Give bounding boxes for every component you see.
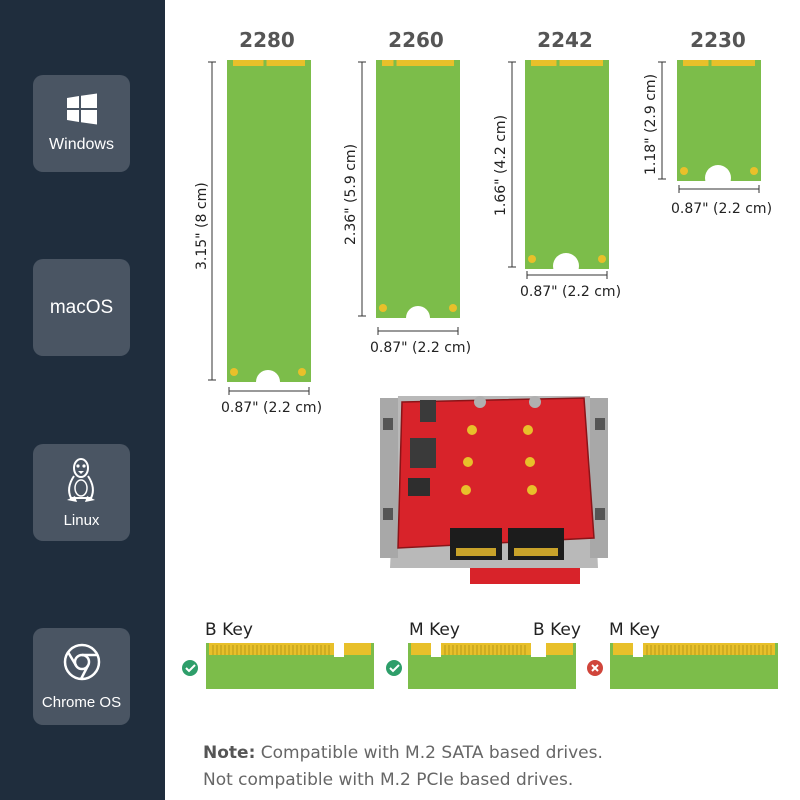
size-title-2230: 2230 [690,28,746,52]
os-label-windows: Windows [49,136,114,153]
note-line-1: Compatible with M.2 SATA based drives. [255,743,603,763]
note-line-2: Not compatible with M.2 PCIe based drive… [203,770,574,790]
length-label-2242: 1.66" (4.2 cm) [493,114,509,216]
card-2230 [677,60,761,191]
linux-tux-icon [67,458,95,502]
chrome-logo-icon [63,643,101,681]
compatibility-note: Note: Compatible with M.2 SATA based dri… [203,740,603,794]
b-key-card [206,643,374,689]
size-title-2260: 2260 [388,28,444,52]
width-label-2260: 0.87" (2.2 cm) [370,340,472,356]
width-label-2242: 0.87" (2.2 cm) [520,284,622,300]
key-label-m-3: M Key [609,620,660,640]
card-2280 [227,60,311,394]
length-label-2230: 1.18" (2.9 cm) [643,73,659,175]
length-label-2260: 2.36" (5.9 cm) [343,143,359,245]
os-sidebar: Windows macOS Linux Chrome OS [0,0,165,800]
os-tile-chromeos: Chrome OS [33,628,130,725]
os-label-chromeos: Chrome OS [41,694,122,711]
windows-logo-icon [67,93,97,125]
key-label-b-2: B Key [533,620,581,640]
os-label-macos: macOS [49,297,114,318]
os-label-linux: Linux [63,512,100,529]
check-icon [386,660,402,676]
size-title-2280: 2280 [239,28,295,52]
dimension-lines [208,61,760,395]
key-label-m-2: M Key [409,620,460,640]
m-key-card [610,643,778,689]
key-connectors-diagram [182,643,778,689]
check-icon [182,660,198,676]
key-label-b-1: B Key [205,620,253,640]
card-2242 [525,60,609,279]
width-label-2280: 0.87" (2.2 cm) [221,400,323,416]
os-tile-linux: Linux [33,444,130,541]
bm-key-card [408,643,576,689]
os-tile-macos: macOS [33,259,130,356]
note-bold: Note: [203,743,256,763]
card-2260 [376,60,460,330]
os-tile-windows: Windows [33,75,130,172]
width-label-2230: 0.87" (2.2 cm) [671,201,773,217]
length-label-2280: 3.15" (8 cm) [194,182,210,270]
adapter-board-image [380,396,608,584]
size-title-2242: 2242 [537,28,593,52]
